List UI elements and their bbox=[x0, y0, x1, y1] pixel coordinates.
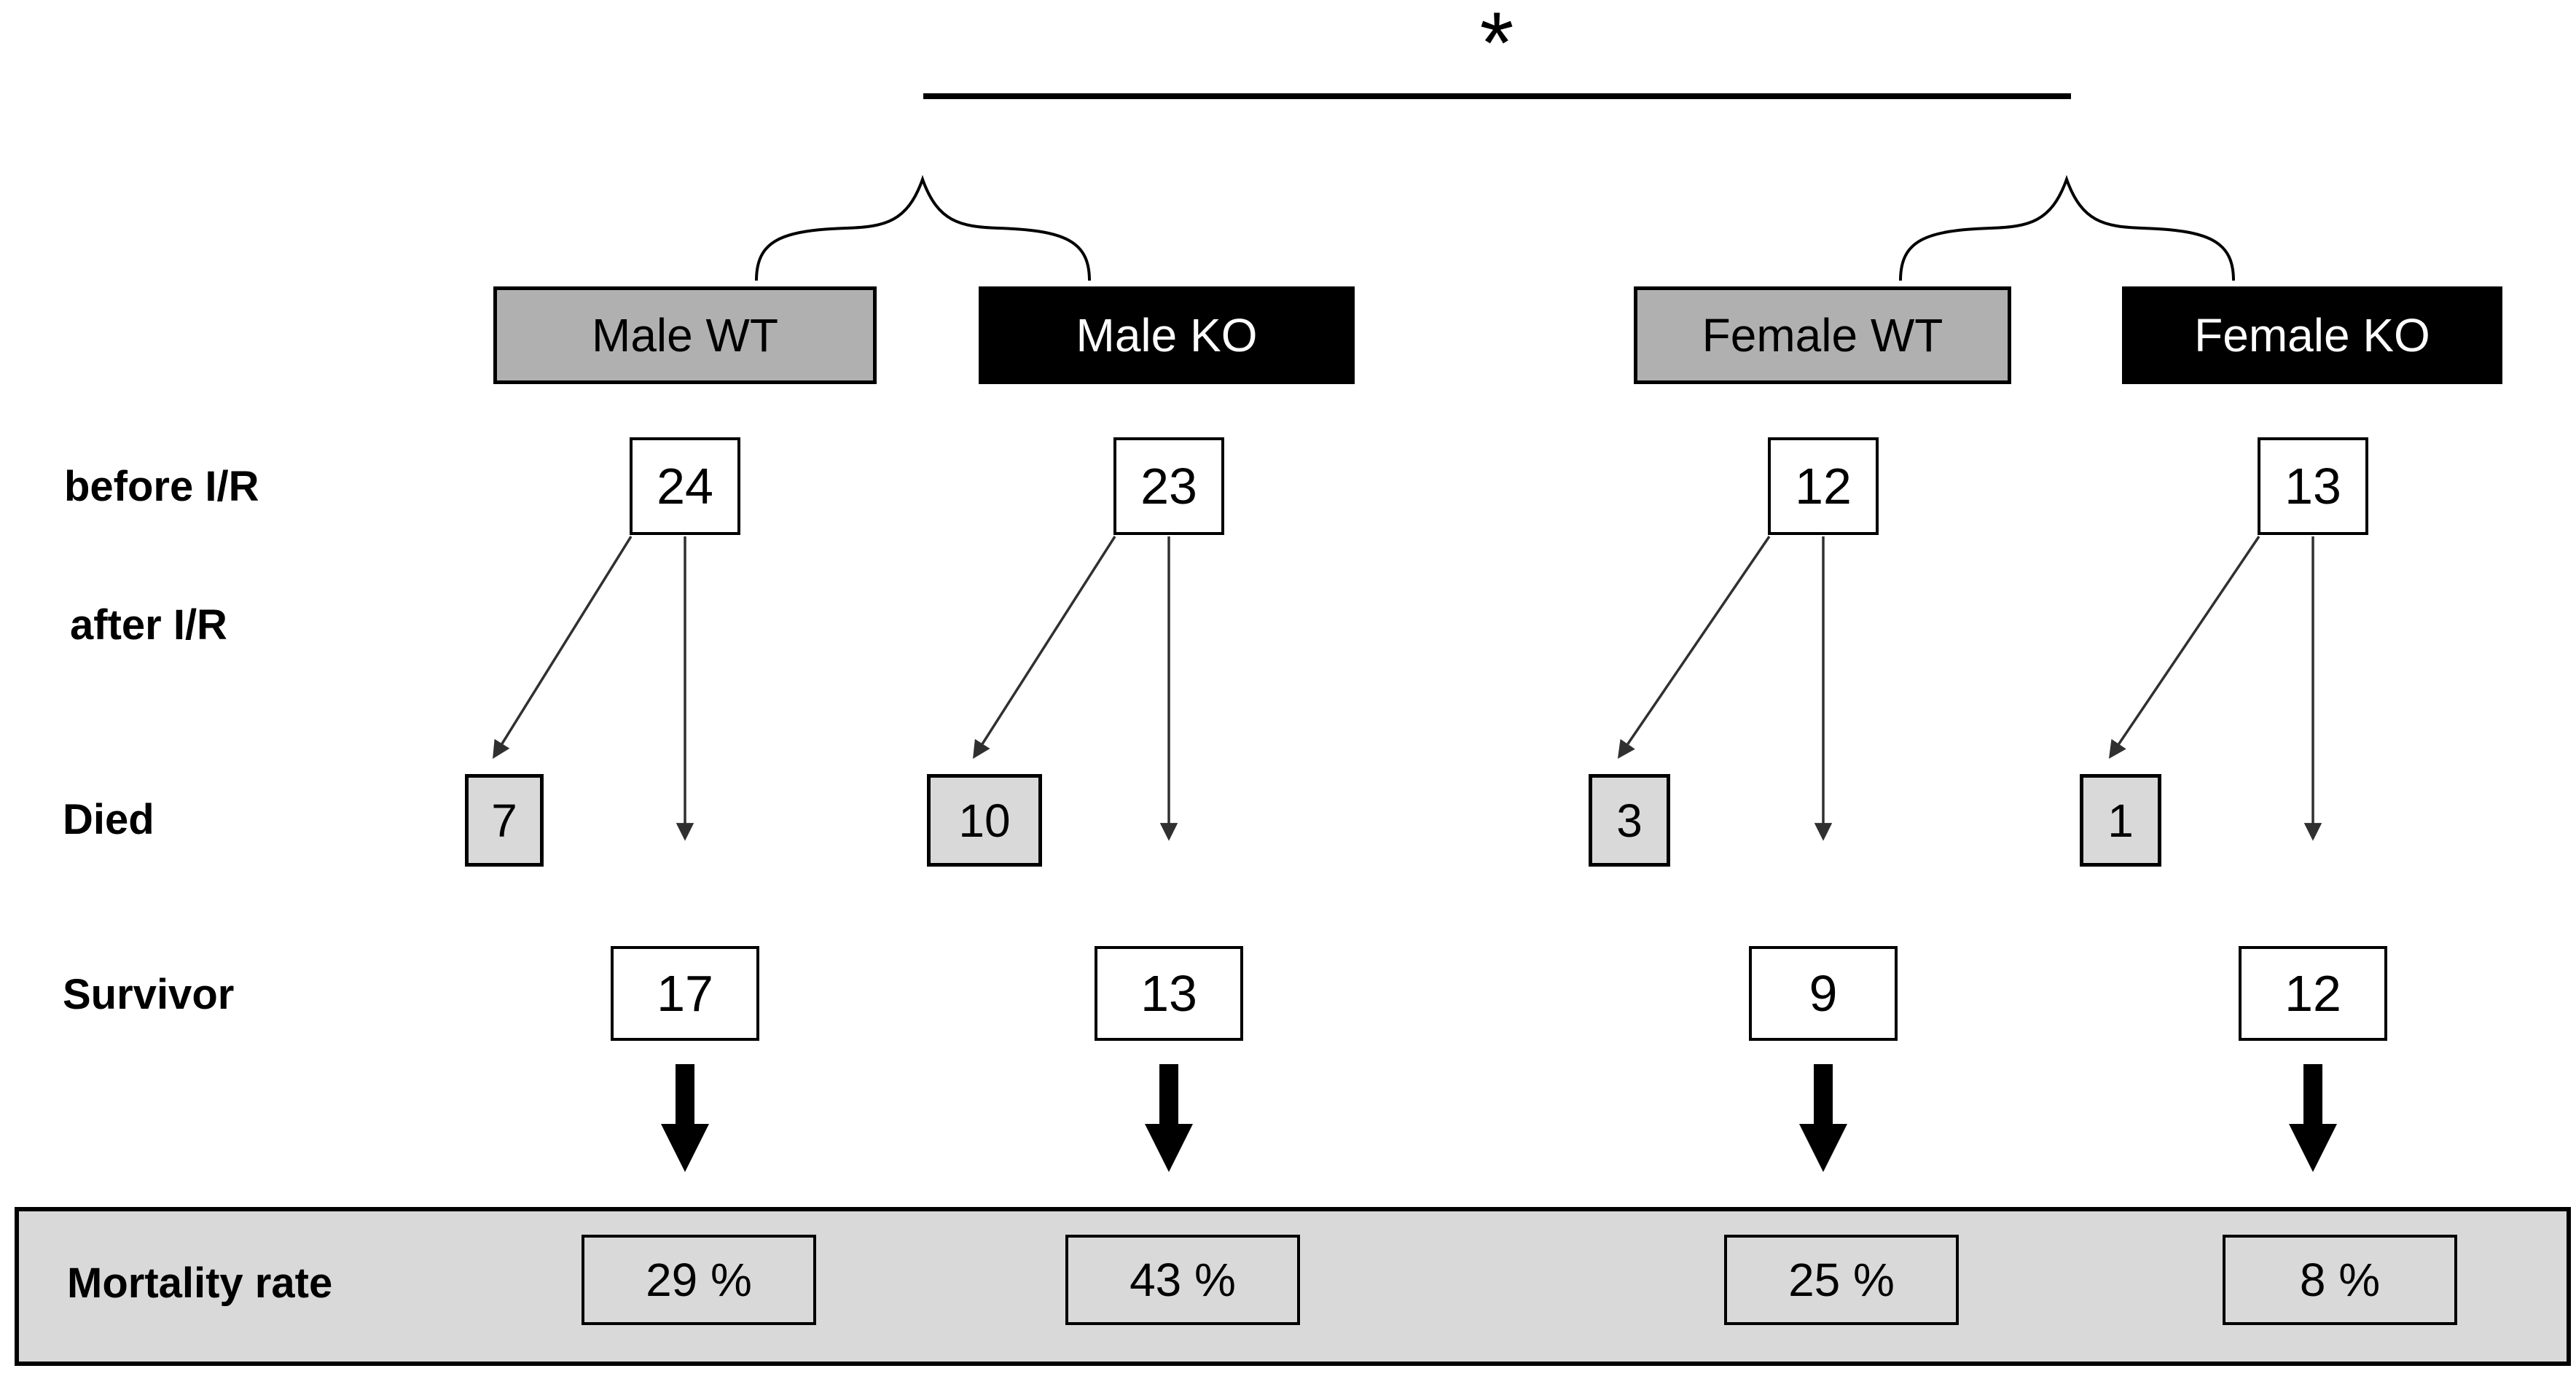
died-count-male-wt: 7 bbox=[465, 774, 544, 867]
significance-asterisk: * bbox=[1479, 0, 1514, 92]
row-label-died: Died bbox=[63, 796, 154, 843]
died-arrow-male-wt bbox=[493, 536, 633, 759]
female-pair-brace bbox=[1899, 175, 2235, 281]
row-label-survivor: Survivor bbox=[63, 971, 235, 1018]
group-header-female-wt: Female WT bbox=[1634, 286, 2011, 384]
before-count-male-wt: 24 bbox=[630, 437, 740, 535]
group-header-female-ko: Female KO bbox=[2122, 286, 2502, 384]
row-label-mortality-rate: Mortality rate bbox=[67, 1259, 333, 1307]
mortality-arrow-male-ko bbox=[1145, 1064, 1193, 1172]
mortality-arrow-male-wt bbox=[661, 1064, 709, 1172]
mortality-arrow-female-ko bbox=[2289, 1064, 2337, 1172]
died-count-male-ko: 10 bbox=[927, 774, 1042, 867]
row-label-before-ir: before I/R bbox=[64, 463, 259, 510]
row-label-after-ir: after I/R bbox=[70, 601, 227, 649]
mortality-rate-male-ko: 43 % bbox=[1065, 1235, 1300, 1325]
survivor-count-male-ko: 13 bbox=[1095, 946, 1243, 1041]
survivor-count-male-wt: 17 bbox=[611, 946, 759, 1041]
died-arrow-male-ko bbox=[973, 536, 1116, 759]
mortality-rate-female-ko: 8 % bbox=[2223, 1235, 2457, 1325]
before-count-female-ko: 13 bbox=[2258, 437, 2368, 535]
group-header-male-ko: Male KO bbox=[979, 286, 1355, 384]
died-arrow-female-wt bbox=[1617, 536, 1771, 759]
survivor-count-female-ko: 12 bbox=[2239, 946, 2387, 1041]
male-pair-brace bbox=[755, 175, 1091, 281]
died-count-female-wt: 3 bbox=[1589, 774, 1670, 867]
before-count-female-wt: 12 bbox=[1768, 437, 1879, 535]
mortality-rate-female-wt: 25 % bbox=[1724, 1235, 1959, 1325]
group-header-male-wt: Male WT bbox=[493, 286, 877, 384]
mortality-arrow-female-wt bbox=[1799, 1064, 1847, 1172]
died-arrow-female-ko bbox=[2108, 536, 2260, 759]
died-count-female-ko: 1 bbox=[2080, 774, 2161, 867]
mortality-rate-male-wt: 29 % bbox=[582, 1235, 816, 1325]
survivor-count-female-wt: 9 bbox=[1749, 946, 1898, 1041]
before-count-male-ko: 23 bbox=[1113, 437, 1224, 535]
